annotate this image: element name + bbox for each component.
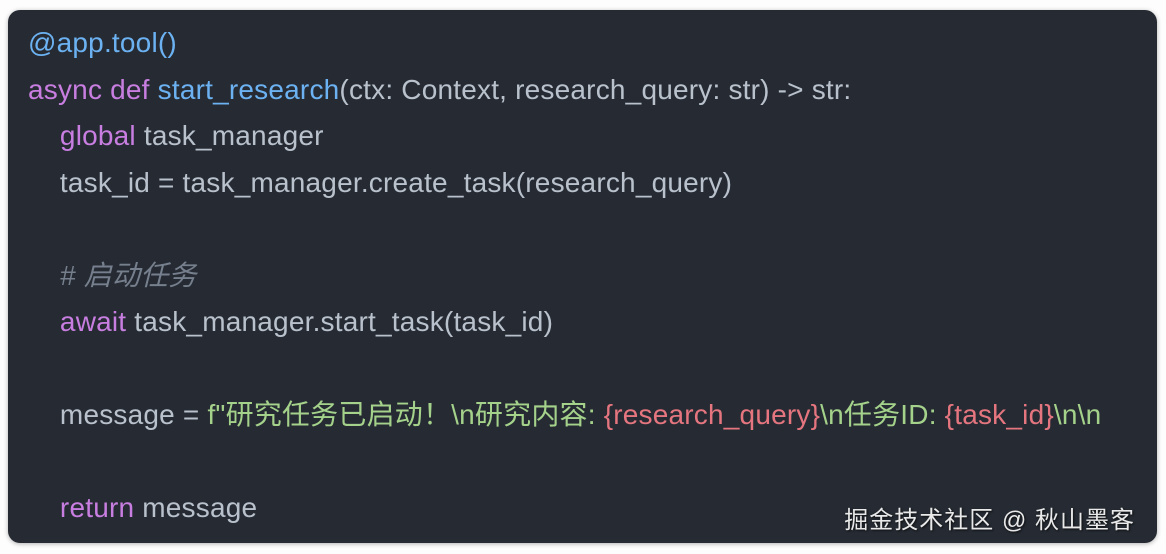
code-token: def: [110, 73, 150, 105]
code-line: [28, 439, 1157, 486]
code-token: [28, 120, 60, 151]
code-token: global: [59, 120, 136, 151]
code-token: return: [59, 492, 135, 523]
code-token: {research_query}: [603, 399, 821, 430]
code-token: f"研究任务已启动！\n研究内容:: [207, 399, 604, 430]
code-token: await: [59, 306, 127, 337]
code-block: @app.tool() async def start_research(ctx:…: [28, 20, 1157, 532]
code-token: [28, 306, 60, 337]
code-line: await task_manager.start_task(task_id): [28, 299, 1157, 346]
code-token: message: [134, 492, 258, 523]
code-line: global task_manager: [28, 113, 1157, 160]
code-line: return message: [28, 485, 1157, 532]
code-token: # 启动任务: [59, 259, 197, 291]
code-line: async def start_research(ctx: Context, r…: [28, 67, 1157, 114]
code-line: message = f"研究任务已启动！\n研究内容: {research_qu…: [28, 392, 1157, 439]
code-token: async: [28, 73, 103, 105]
code-token: [150, 74, 158, 105]
code-token: task_manager.start_task(task_id): [126, 306, 554, 337]
code-token: (ctx: Context, research_query: str) -> s…: [339, 73, 852, 105]
code-token: \n\n: [1053, 399, 1102, 430]
watermark: 掘金技术社区 @ 秋山墨客: [844, 507, 1135, 534]
code-line: @app.tool(): [28, 20, 1157, 67]
code-line: # 启动任务: [28, 253, 1157, 300]
code-token: [102, 74, 110, 105]
code-token: {task_id}: [944, 399, 1054, 430]
code-line: [28, 206, 1157, 253]
code-token: [28, 260, 60, 291]
code-card: @app.tool() async def start_research(ctx:…: [8, 10, 1157, 543]
code-token: task_id = task_manager.create_task(resea…: [28, 166, 733, 198]
code-token: [28, 492, 60, 523]
code-line: task_id = task_manager.create_task(resea…: [28, 160, 1157, 207]
code-token: message =: [28, 399, 208, 430]
code-token: start_research: [157, 73, 340, 105]
code-token: task_manager: [135, 120, 324, 151]
code-line: [28, 346, 1157, 393]
code-token: @app.tool(): [28, 27, 177, 58]
code-token: \n任务ID:: [820, 399, 945, 430]
